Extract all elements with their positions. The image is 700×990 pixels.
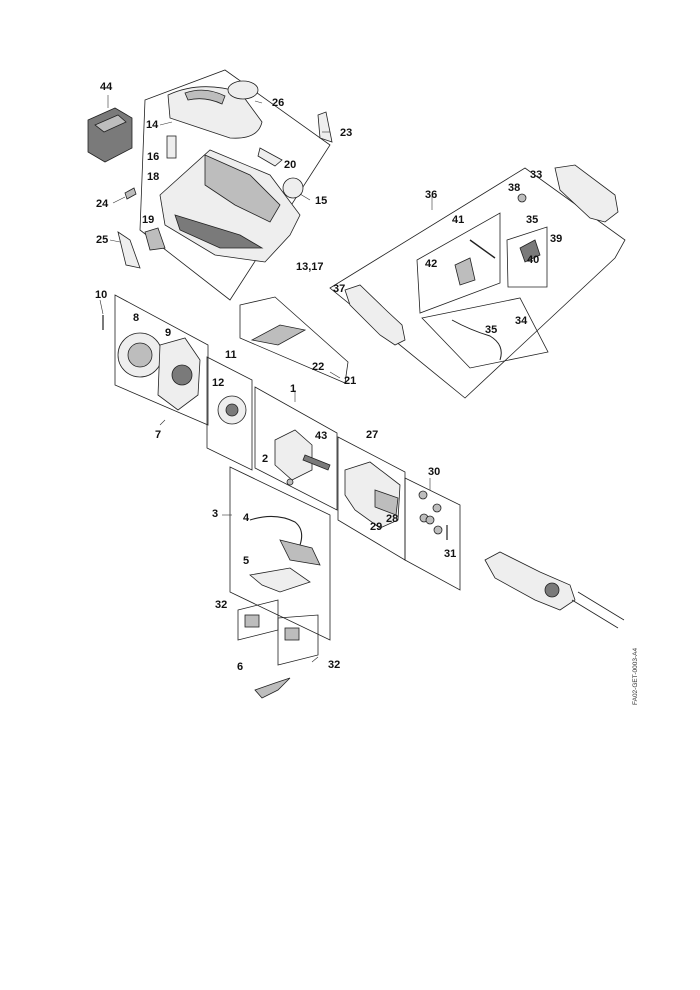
handle-body — [344, 284, 406, 346]
part-number: 33 — [530, 169, 543, 181]
part-number: 24 — [96, 198, 109, 210]
part-number: 39 — [550, 233, 563, 245]
part-number: 16 — [147, 151, 160, 163]
switch-group — [237, 599, 319, 699]
lever-part-6 — [254, 677, 291, 699]
part-number: 18 — [147, 171, 160, 183]
housing-group — [87, 69, 333, 301]
part-number: 10 — [95, 289, 108, 301]
part-number: 28 — [386, 513, 399, 525]
strip-part-20 — [257, 147, 283, 167]
fastener-group — [404, 477, 461, 591]
part-number: 41 — [452, 214, 465, 226]
part-number: 23 — [340, 127, 353, 139]
part-number: 9 — [165, 327, 172, 339]
electronics-cover — [249, 567, 311, 593]
part-number: 19 — [142, 214, 155, 226]
gearhead-group — [337, 436, 406, 561]
part-number: 35 — [526, 214, 539, 226]
fastener-frame — [404, 477, 461, 591]
part-number: 2 — [262, 453, 269, 465]
handle-frame — [329, 167, 626, 399]
part-number: 32 — [215, 599, 228, 611]
part-number: 25 — [96, 234, 109, 246]
part-number: 11 — [225, 349, 237, 361]
plate-part-16 — [166, 135, 177, 159]
cover-plate — [250, 324, 307, 346]
part-number: 44 — [100, 81, 113, 93]
tool-shaft-group — [484, 551, 625, 629]
tool-body — [484, 551, 576, 611]
part-number: 38 — [508, 182, 521, 194]
fan-frame — [114, 294, 209, 426]
part-number: 14 — [146, 119, 159, 131]
part-number: 26 — [272, 97, 285, 109]
part-number: 30 — [428, 466, 441, 478]
rotor-frame — [206, 356, 253, 471]
motor-group — [254, 386, 338, 511]
battery-pack — [87, 107, 133, 163]
electronics-group — [229, 466, 331, 641]
part-number: 32 — [328, 659, 341, 671]
electronics-frame — [229, 466, 331, 641]
part-number: 29 — [370, 521, 383, 533]
handle-cover — [554, 164, 619, 223]
part-number: 27 — [366, 429, 379, 441]
part-number: 35 — [485, 324, 498, 336]
drawing-code: FA02-GET-0003-A4 — [632, 647, 639, 705]
clip-part-24 — [124, 187, 137, 200]
part-number: 42 — [425, 258, 438, 270]
cap-part-26 — [227, 80, 259, 100]
leader-lines — [99, 95, 433, 663]
part-number: 7 — [155, 429, 162, 441]
part-number: 22 — [312, 361, 325, 373]
motor-frame — [254, 386, 338, 511]
part-number: 21 — [344, 375, 357, 387]
motor — [274, 429, 313, 481]
part-number: 20 — [284, 159, 297, 171]
plate-part-23 — [317, 111, 333, 143]
part-number: 34 — [515, 315, 528, 327]
part-number: 13,17 — [296, 261, 324, 273]
part-number: 40 — [527, 254, 540, 266]
circuit-board — [279, 539, 321, 566]
part-number: 1 — [290, 383, 297, 395]
part-number: 37 — [333, 283, 346, 295]
part-number: 43 — [315, 430, 328, 442]
fan-group — [102, 294, 349, 471]
part-number: 6 — [237, 661, 244, 673]
pad-part-19 — [144, 227, 166, 251]
part-number: 31 — [444, 548, 457, 560]
tool-shaft — [571, 591, 625, 629]
switch-frame-b — [277, 614, 319, 666]
part-number: 3 — [212, 508, 219, 520]
disc-part-15 — [282, 177, 304, 199]
wiring-harness — [249, 515, 303, 546]
part-number: 36 — [425, 189, 438, 201]
part-number: 15 — [315, 195, 328, 207]
pad-part-25 — [117, 231, 141, 269]
plate-frame — [239, 296, 349, 384]
part-number: 8 — [133, 312, 140, 324]
handle-group — [329, 164, 626, 399]
part-number: 5 — [243, 555, 250, 567]
part-number: 12 — [212, 377, 225, 389]
part-number: 4 — [243, 512, 250, 524]
